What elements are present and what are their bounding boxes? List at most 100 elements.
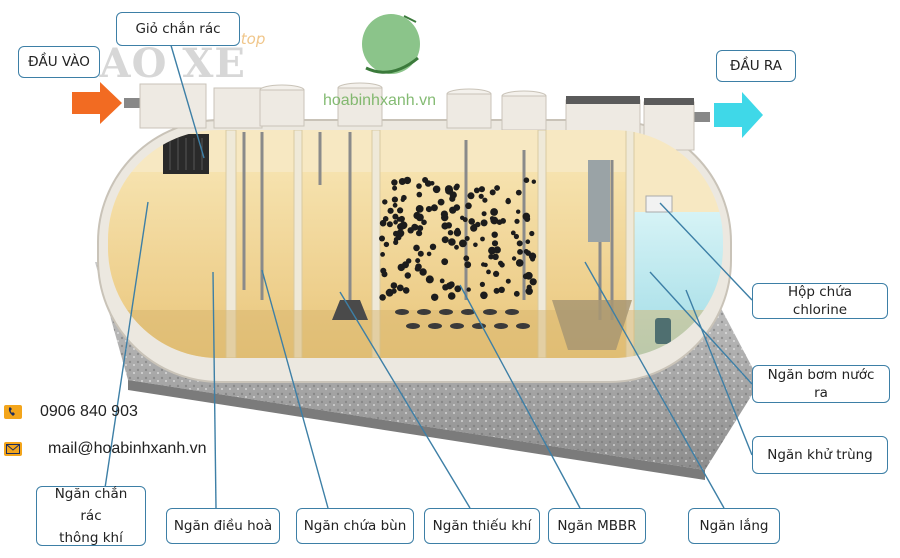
media-particle (475, 221, 481, 228)
media-particle (473, 187, 480, 194)
media-particle (426, 251, 432, 257)
media-particle (473, 242, 478, 248)
email-address: mail@hoabinhxanh.vn (48, 440, 207, 457)
air-diffusers (395, 309, 530, 329)
media-particle (379, 235, 385, 242)
media-particle (391, 288, 397, 294)
media-particle (441, 258, 449, 266)
media-particle (524, 271, 533, 280)
chlorine-box (645, 195, 673, 213)
media-particle (441, 222, 449, 230)
media-particle (392, 202, 398, 208)
media-particle (447, 292, 456, 300)
media-particle (392, 185, 398, 191)
media-particle (404, 272, 411, 279)
media-particle (432, 185, 441, 194)
media-particle (459, 239, 467, 248)
media-particle (392, 213, 399, 220)
media-particle (453, 184, 460, 191)
media-particle (454, 244, 459, 250)
media-particle (468, 218, 476, 225)
media-particle (513, 233, 520, 240)
media-particle (416, 183, 422, 189)
media-particle (415, 205, 424, 213)
media-particle (493, 246, 501, 254)
media-particle (406, 258, 412, 264)
media-particle (425, 206, 433, 213)
media-particle (467, 192, 475, 200)
media-particle (390, 282, 398, 289)
media-particle (480, 219, 488, 227)
label-chlorine-box: Hộp chứa chlorine (752, 283, 888, 319)
label-pump-chamber: Ngăn bơm nước ra (752, 365, 890, 403)
media-particle (391, 179, 398, 186)
media-particle (416, 213, 424, 222)
leader-lines (104, 41, 753, 509)
media-particle (498, 286, 505, 293)
label-anoxic-chamber: Ngăn thiếu khí (424, 508, 540, 544)
media-particle (530, 256, 536, 262)
media-particle (442, 284, 449, 291)
media-particle (511, 256, 517, 261)
media-particle (386, 221, 393, 228)
media-particle (415, 263, 422, 271)
phone-number: 0906 840 903 (40, 403, 138, 420)
media-particle (492, 253, 499, 260)
media-particle (454, 230, 461, 237)
media-particle (488, 254, 494, 260)
media-particle (393, 230, 399, 237)
label-screen-vent-chamber: Ngăn chắn rác thông khí (36, 486, 146, 546)
media-particle (478, 186, 485, 193)
media-particle (522, 212, 531, 221)
media-particle (466, 287, 471, 292)
media-particle (447, 230, 454, 236)
media-particle (398, 178, 406, 185)
media-particle (510, 230, 516, 236)
media-particle (525, 239, 531, 244)
media-particle (419, 268, 427, 276)
media-particle (397, 207, 404, 214)
label-outlet: ĐẦU RA (716, 50, 796, 82)
mail-icon (4, 442, 22, 456)
media-particle (421, 219, 427, 226)
media-particle (380, 252, 385, 257)
media-particle (383, 241, 390, 248)
media-particle (393, 237, 399, 242)
media-particle (531, 179, 536, 184)
media-particle (515, 189, 522, 196)
media-particle (382, 199, 388, 205)
media-particle (525, 287, 533, 295)
label-mbbr-chamber: Ngăn MBBR (548, 508, 646, 544)
outlet-pipe (692, 112, 710, 122)
media-particle (454, 285, 462, 293)
media-particle (441, 213, 449, 222)
media-particle (381, 271, 388, 278)
settling-column (588, 160, 610, 242)
label-sludge-chamber: Ngăn chứa bùn (296, 508, 414, 544)
label-disinfection-chamber: Ngăn khử trùng (752, 436, 888, 474)
media-particle (505, 278, 511, 284)
media-particle (391, 196, 398, 203)
media-particle (505, 198, 512, 205)
media-particle (425, 275, 434, 284)
media-particle (493, 270, 500, 277)
media-particle (393, 220, 398, 225)
media-particle (464, 261, 472, 269)
media-particle (401, 194, 407, 201)
media-particle (449, 281, 455, 287)
media-particle (463, 255, 470, 262)
label-settling-chamber: Ngăn lắng (688, 508, 780, 544)
media-particle (480, 236, 485, 242)
website-name: hoabinhxanh.vn (323, 92, 436, 109)
media-particle (416, 230, 423, 237)
label-equalization-chamber: Ngăn điều hoà (166, 508, 280, 544)
media-particle (529, 278, 537, 286)
media-particle (429, 243, 437, 250)
media-particle (430, 204, 438, 212)
outlet-pump (655, 318, 671, 344)
contact-email: mail@hoabinhxanh.vn (4, 440, 207, 458)
phone-icon (4, 405, 22, 419)
media-particle (460, 215, 465, 220)
media-particle (416, 191, 423, 198)
media-particle (413, 224, 419, 230)
